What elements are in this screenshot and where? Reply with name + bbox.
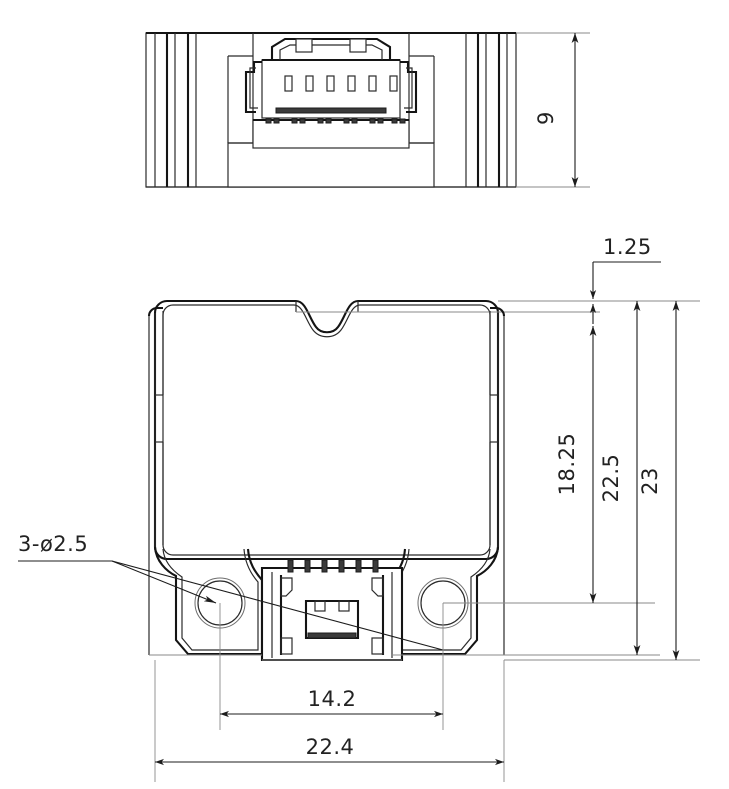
dimension-label-23: 23 <box>638 467 662 495</box>
dimension-label-22-5: 22.5 <box>599 454 623 503</box>
micro-usb-connector <box>260 559 404 662</box>
front-view: 9 <box>145 31 590 188</box>
dimension-14-2: 14.2 <box>220 687 443 718</box>
dimension-1-25: 1.25 <box>589 235 661 324</box>
dimension-label-22-4: 22.4 <box>306 735 355 759</box>
horizontal-dimensions: 14.2 22.4 <box>154 603 505 782</box>
usb-port-mouth <box>304 599 360 640</box>
front-solder-pads <box>265 118 406 124</box>
front-connector-body <box>261 58 401 119</box>
front-left-ribs <box>154 33 197 187</box>
front-pedestal <box>227 142 435 188</box>
bottom-right-wall <box>489 306 506 655</box>
front-right-ribs <box>465 33 508 187</box>
dimension-height-9: 9 <box>534 33 579 187</box>
dimension-22-4: 22.4 <box>155 735 504 766</box>
top-notch-detail <box>295 301 600 313</box>
hole-callout-label: 3-ø2.5 <box>18 532 88 556</box>
front-connector-shroud <box>244 37 418 114</box>
front-connector-pins <box>284 75 398 92</box>
usb-solder-fingers <box>287 559 379 573</box>
front-connector-base <box>252 118 410 149</box>
dimension-label-1-25: 1.25 <box>603 235 652 259</box>
dimension-label-18-25: 18.25 <box>555 433 579 496</box>
bottom-left-wall <box>147 306 164 655</box>
bottom-body-outline <box>153 299 500 561</box>
dimension-22-5: 22.5 <box>599 301 641 655</box>
bottom-view <box>147 299 600 662</box>
right-mounting-ear <box>389 546 500 656</box>
dimension-label-9: 9 <box>534 111 558 125</box>
dimension-18-25: 18.25 <box>555 326 597 603</box>
dimension-label-14-2: 14.2 <box>308 687 357 711</box>
vertical-dimensions: 1.25 18.25 22.5 23 <box>402 235 700 661</box>
dimension-23: 23 <box>638 301 680 660</box>
hole-callout-leader: 3-ø2.5 <box>18 532 444 651</box>
